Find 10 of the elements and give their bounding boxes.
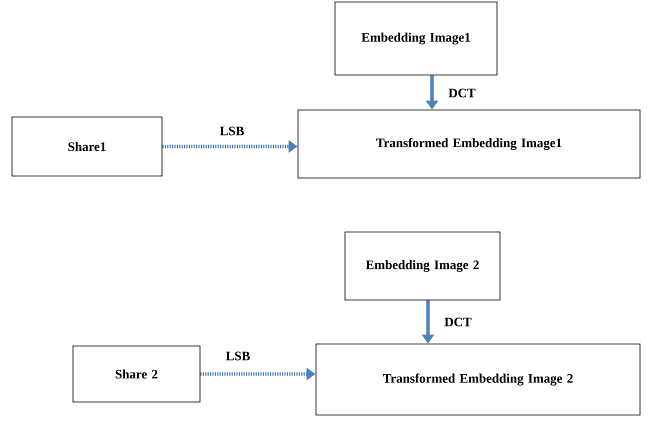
process-box: Share1	[12, 116, 162, 176]
process-box: Embedding Image 2	[344, 232, 500, 300]
process-box: Embedding Image1	[334, 2, 498, 76]
edge-label: DCT	[444, 318, 472, 326]
process-box: Share 2	[72, 346, 200, 402]
edge-label: DCT	[448, 88, 476, 98]
edge-label: LSB	[220, 126, 244, 136]
process-box: Transformed Embedding Image 2	[316, 344, 640, 416]
edge-label: LSB	[226, 352, 250, 360]
process-box: Transformed Embedding Image1	[298, 110, 640, 178]
